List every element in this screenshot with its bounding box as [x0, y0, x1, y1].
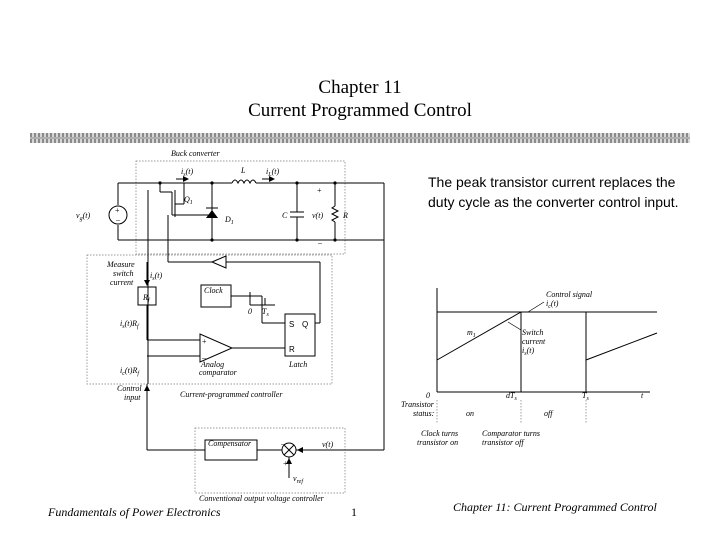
- transistor-status-line1: Transistor: [401, 400, 435, 409]
- vg-minus: –: [115, 215, 121, 224]
- output-minus: –: [317, 238, 323, 247]
- control-input-line2: input: [124, 393, 141, 402]
- footer-book-title: Fundamentals of Power Electronics: [48, 505, 221, 519]
- vt-feedback-label: v(t): [322, 440, 333, 449]
- latch-s: S: [289, 320, 294, 329]
- vg-label: vg(t): [76, 211, 90, 222]
- is-sense-label: is(t): [150, 271, 162, 282]
- clock-turns-line1: Clock turns: [421, 429, 458, 438]
- status-off: off: [544, 409, 554, 418]
- slide-title-line1: Chapter 11: [318, 77, 402, 98]
- comparator-turns-line1: Comparator turns: [482, 429, 540, 438]
- d1-label: D1: [224, 215, 234, 226]
- switch-current-line2: current: [522, 337, 546, 346]
- clock-ts: Ts: [262, 307, 269, 318]
- clock-turns-line2: transistor on: [417, 438, 458, 447]
- measure-line1: Measure: [106, 260, 135, 269]
- slide-title-line2: Current Programmed Control: [248, 100, 472, 121]
- il-label: iL(t): [266, 167, 279, 178]
- vref-label: vref: [293, 474, 304, 485]
- comparator-turns-line2: transistor off: [482, 438, 525, 447]
- buck-converter-box: [135, 160, 346, 255]
- analog-line1: Analog: [200, 360, 224, 369]
- measure-line2: switch: [113, 269, 133, 278]
- ts-label: Ts: [582, 391, 589, 402]
- current-controller-box: [86, 254, 333, 385]
- switch-current-line1: Switch: [522, 328, 543, 337]
- vg-plus: +: [115, 206, 120, 215]
- analog-line2: comparator: [199, 368, 238, 377]
- title-divider-bar: [30, 133, 690, 143]
- description-text: The peak transistor current replaces the…: [428, 174, 679, 210]
- voltage-controller-box: [194, 427, 346, 494]
- control-signal-line1: Control signal: [546, 290, 593, 299]
- slope-label: m1: [467, 328, 476, 339]
- latch-r: R: [289, 345, 295, 354]
- isrf-label: is(t)Rf: [120, 319, 140, 330]
- q1-label: Q1: [184, 195, 193, 206]
- voltage-controller-label: Conventional output voltage controller: [199, 494, 325, 503]
- r-label: R: [342, 211, 348, 220]
- control-signal-label: ic(t): [546, 299, 559, 310]
- comparator-plus: +: [202, 337, 207, 346]
- status-on: on: [466, 409, 474, 418]
- vt-label: v(t): [312, 211, 323, 220]
- clock-label: Clock: [204, 286, 223, 295]
- measure-line3: current: [110, 278, 134, 287]
- is-label: is(t): [181, 167, 193, 178]
- rf-label: Rf: [142, 293, 151, 304]
- clock-zero: 0: [248, 307, 252, 316]
- transistor-status-line2: status:: [413, 409, 435, 418]
- t-zero-label: 0: [426, 391, 430, 400]
- controller-label: Current-programmed controller: [180, 390, 283, 399]
- switch-current-label: is(t): [522, 346, 534, 357]
- inductor-label: L: [240, 166, 246, 175]
- output-plus: +: [317, 186, 322, 195]
- footer-chapter: Chapter 11: Current Programmed Control: [453, 500, 657, 514]
- compensator-label: Compensator: [208, 439, 252, 448]
- sum-plus: +: [283, 459, 288, 468]
- latch-q: Q: [302, 320, 308, 329]
- comparator-minus: –: [201, 353, 207, 362]
- sum-minus: –: [280, 439, 286, 448]
- control-input-line1: Control: [117, 384, 142, 393]
- buck-converter-label: Buck converter: [171, 149, 221, 158]
- t-axis-label: t: [641, 391, 644, 400]
- page-number: 1: [351, 505, 357, 519]
- icrf-label: ic(t)Rf: [120, 366, 140, 377]
- latch-label: Latch: [288, 360, 307, 369]
- dts-label: dTs: [506, 391, 517, 402]
- c-label: C: [282, 211, 288, 220]
